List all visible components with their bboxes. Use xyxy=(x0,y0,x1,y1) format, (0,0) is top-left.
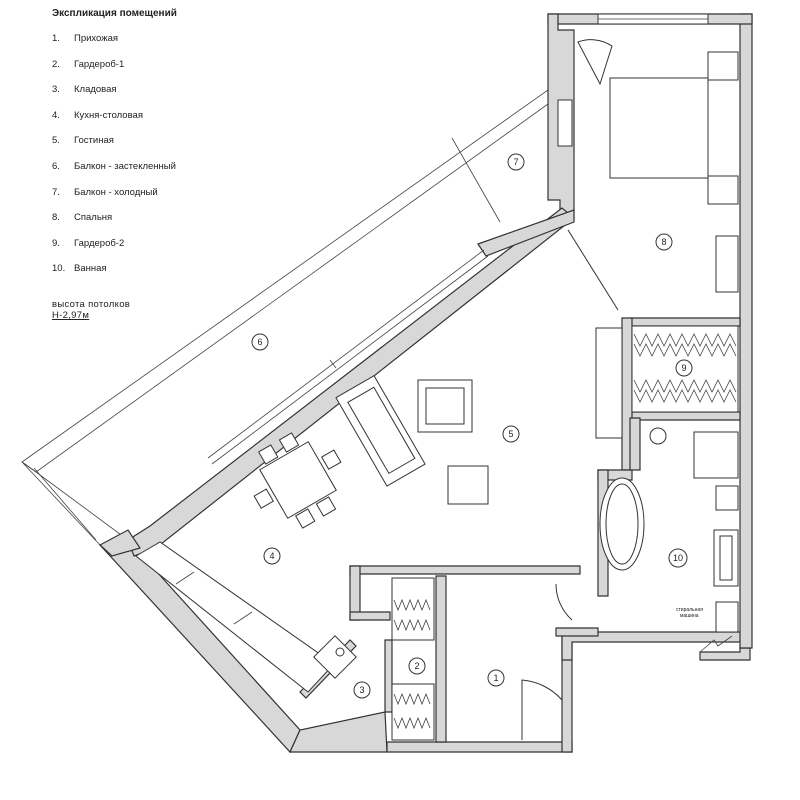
entry-door xyxy=(521,583,573,740)
legend-item: 5.Гостиная xyxy=(52,135,114,147)
svg-text:2: 2 xyxy=(414,661,419,671)
legend-item: 8.Спальня xyxy=(52,212,113,224)
cabinet xyxy=(595,327,623,439)
dresser xyxy=(715,235,739,293)
svg-text:1: 1 xyxy=(493,673,498,683)
svg-text:4: 4 xyxy=(269,551,274,561)
bed xyxy=(609,77,709,179)
room-label-1: 1 xyxy=(487,669,505,687)
washing-machine-label: стиральная машина xyxy=(676,607,703,619)
svg-text:8: 8 xyxy=(661,237,666,247)
room-legend: Экспликация помещений 1.Прихожая 2. Гард… xyxy=(52,8,312,321)
armchair xyxy=(577,39,613,86)
room-label-9: 9 xyxy=(675,359,693,377)
room-labels: 1 2 3 4 5 6 7 8 xyxy=(251,153,693,699)
legend-item: 1.Прихожая xyxy=(52,33,119,44)
legend-item: 2. Гардероб-1 xyxy=(52,58,125,70)
sofa xyxy=(335,375,426,487)
legend-item: 6.Балкон - застекленный xyxy=(52,160,176,172)
balcony-window xyxy=(207,249,489,465)
room-label-2: 2 xyxy=(408,657,426,675)
svg-text:5: 5 xyxy=(508,429,513,439)
room-label-8: 8 xyxy=(655,233,673,251)
sliding-door xyxy=(567,229,619,311)
legend-item: 4.Кухня-столовая xyxy=(52,109,143,121)
svg-text:10: 10 xyxy=(673,553,683,563)
living-room-furniture xyxy=(335,327,623,505)
svg-text:6: 6 xyxy=(257,337,262,347)
ceiling-height-label: высота потолков xyxy=(52,298,131,310)
dining-table xyxy=(253,432,342,529)
kitchen-counter xyxy=(135,541,357,693)
coffee-table xyxy=(447,465,489,505)
legend-title: Экспликация помещений xyxy=(52,8,177,19)
room-label-5: 5 xyxy=(502,425,520,443)
ceiling-height-note: высота потолков Н-2,97м xyxy=(52,299,312,321)
legend-item: 9. Гардероб-2 xyxy=(52,237,125,249)
bathroom-fixtures xyxy=(599,427,739,653)
nightstand xyxy=(707,51,739,81)
svg-text:машина: машина xyxy=(680,613,699,619)
legend-item: 7.Балкон - холодный xyxy=(52,186,158,198)
toilet xyxy=(649,427,667,445)
room-label-3: 3 xyxy=(353,681,371,699)
room-label-6: 6 xyxy=(251,333,269,351)
ceiling-height-value: Н-2,97м xyxy=(52,309,90,321)
legend-item: 10.Ванная xyxy=(52,263,107,275)
room-label-10: 10 xyxy=(668,548,688,568)
svg-text:7: 7 xyxy=(513,157,518,167)
washing-machine xyxy=(715,601,739,633)
svg-text:3: 3 xyxy=(359,685,364,695)
room-label-7: 7 xyxy=(507,153,525,171)
bedroom-window-top xyxy=(597,13,709,25)
legend-item: 3.Кладовая xyxy=(52,84,117,96)
bedroom-window-left xyxy=(557,99,573,147)
nightstand xyxy=(707,175,739,205)
bedroom-furniture xyxy=(567,39,739,311)
wardrobe-1 xyxy=(391,577,435,741)
room-label-4: 4 xyxy=(263,547,281,565)
svg-text:9: 9 xyxy=(681,363,686,373)
stove xyxy=(313,635,357,679)
cabinet xyxy=(693,431,739,479)
svg-text:стиральная: стиральная xyxy=(676,607,703,613)
